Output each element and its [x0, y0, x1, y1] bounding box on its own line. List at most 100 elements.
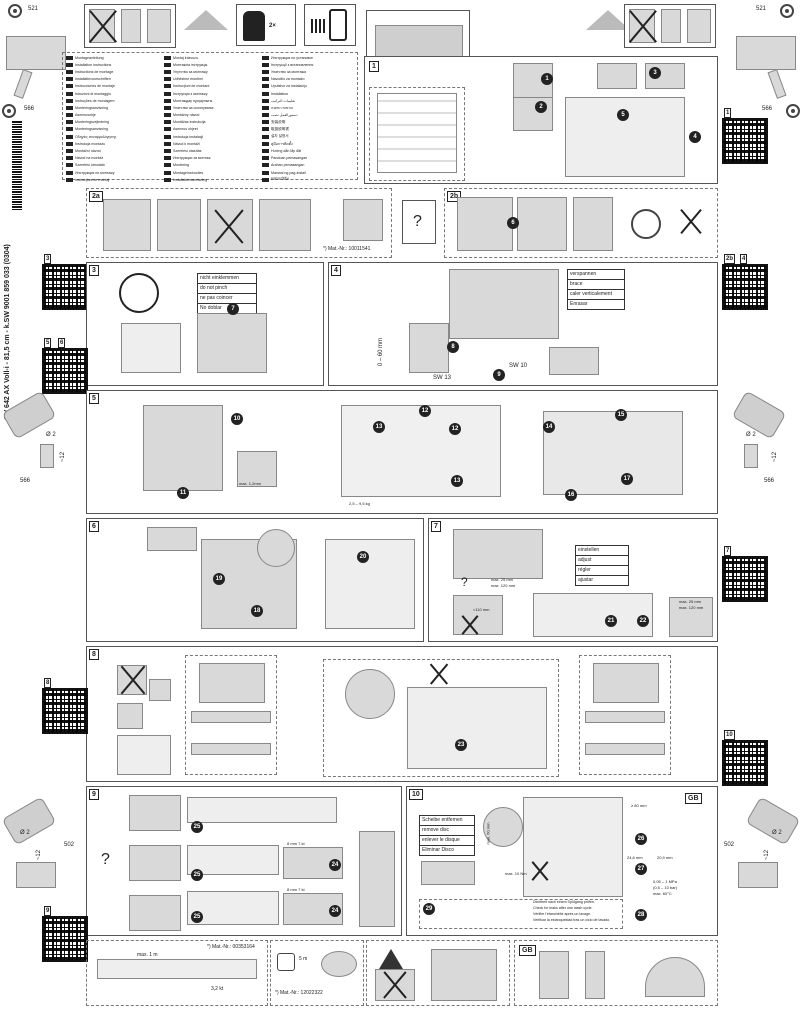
- language-row: Instrukcja montażu: [66, 140, 160, 147]
- panel-7: 7 max. 25 mm max. 120 mm ? <110 mm einst…: [428, 518, 718, 642]
- panel-6: 6 19 18 20: [86, 518, 424, 642]
- language-row: Instrucţiuni de montaj: [66, 176, 160, 183]
- language-row: คู่มือการติดตั้ง: [262, 140, 356, 147]
- language-row: Installation: [262, 90, 356, 97]
- disc-text: Scheibe entfernen: [420, 816, 474, 826]
- cabinet-front-sketch: [129, 895, 181, 931]
- length-label: 3,2 kt: [211, 986, 224, 992]
- measure-right-502: 502: [724, 842, 735, 848]
- qr-label: 6: [58, 338, 66, 348]
- panel-number: 6: [89, 521, 99, 532]
- drill-diameter-left-b: Ø 2: [20, 830, 30, 836]
- brace-text: brace: [568, 280, 624, 290]
- drill-icon-right: [731, 390, 787, 440]
- panel-5: 5 10 11 max. 1,2mm 12 12 13 13 2,5 – 9,5…: [86, 390, 718, 514]
- rail-sketch: [199, 663, 265, 703]
- measure-left-566b: 566: [20, 478, 31, 484]
- panel-2a: 2a *) Mat.-Nr.: 10011541: [86, 188, 392, 258]
- language-row: Monteringsanvisning: [66, 104, 160, 111]
- step-25b: 25: [191, 869, 203, 881]
- cabinet-sketch: [157, 199, 201, 251]
- dishwasher-body-sketch: [197, 313, 267, 373]
- adjust-text: régler: [576, 566, 628, 576]
- hose-connection-sketch: [523, 797, 623, 897]
- disc-detail-sketch: [483, 807, 523, 847]
- step-28: 28: [635, 909, 647, 921]
- max-dimension: max. 1,2mm: [239, 481, 262, 486]
- registration-mark-top-left: [8, 4, 22, 18]
- qr-label: 5: [44, 338, 52, 348]
- max-torque: max. 10 Nm: [505, 871, 527, 876]
- language-row: Упатство за склопување: [164, 104, 258, 111]
- step-26: 26: [635, 833, 647, 845]
- arrow-up-icon: [586, 10, 630, 30]
- language-row: Instrucciones de montaje: [66, 83, 160, 90]
- language-row: Panduan pemasangan: [262, 155, 356, 162]
- cabinet-front-sketch: [129, 795, 181, 831]
- no-pinch-icon: [119, 273, 159, 313]
- qr-small-icon: [311, 19, 325, 33]
- gap-dimension: max. 120 mm: [679, 605, 704, 610]
- adjust-text: ajustar: [578, 577, 594, 583]
- language-column-2: Montaj kılavuzu Монтажна інструкція Упут…: [164, 54, 258, 183]
- panel-number: 10: [409, 789, 423, 800]
- parts-list-box: [369, 87, 465, 181]
- language-row: Montageinstructies: [164, 169, 258, 176]
- qr-label: 7: [724, 546, 732, 556]
- qr-label: 4: [740, 254, 748, 264]
- disc-text: remove disc: [420, 826, 474, 836]
- language-row: تعليمات التركيب: [262, 97, 356, 104]
- language-list-box: [62, 52, 358, 180]
- panel-number: 8: [89, 649, 99, 660]
- language-row: Инструкция по установке: [262, 54, 356, 61]
- rail-sketch: [593, 663, 659, 703]
- mat-nr-note: *) Mat.-Nr.: 10011541: [323, 246, 371, 252]
- strip-sketch: [187, 845, 279, 875]
- clip-detail-sketch: [147, 527, 197, 551]
- qr-code-3: [42, 264, 88, 310]
- wall-panel-sketch: [121, 9, 141, 43]
- thread-size: 24,6 mm: [627, 855, 643, 860]
- measure-top-left: 521: [28, 6, 39, 12]
- language-row: Instrukcja instalacji: [164, 133, 258, 140]
- step-1: 1: [541, 73, 553, 85]
- panel-8: 8 23: [86, 646, 718, 782]
- hose-bend-sketch: [421, 861, 475, 885]
- cabinet-front-sketch: [117, 735, 171, 775]
- step-21: 21: [605, 615, 617, 627]
- cross-icon: [213, 209, 243, 245]
- cross-icon: [89, 9, 115, 43]
- warning-text: ne pas coincer: [198, 294, 256, 304]
- step-4: 4: [689, 131, 701, 143]
- side-product-code: GV 642 AX Voll-i - 81,5 cm - k.SW 9001 8…: [4, 244, 11, 420]
- drill-depth-right-b: ~12: [764, 849, 771, 861]
- step-29: 29: [423, 903, 435, 915]
- hinge-detail-sketch: [513, 97, 553, 131]
- qr-label: 10: [724, 730, 735, 740]
- gap-dimension: max. 25 mm: [491, 577, 514, 582]
- language-row: स्थापना निर्देश: [262, 176, 356, 183]
- warning-text: do not pinch: [198, 284, 256, 294]
- gap-dimension: <110 mm: [473, 607, 490, 612]
- language-row: Montaj kılavuzu: [164, 54, 258, 61]
- language-row: Szerelési útmutató: [66, 162, 160, 169]
- question-box: ?: [402, 200, 436, 244]
- language-row: Упутство за монтажу: [164, 68, 258, 75]
- qr-code-7: [722, 556, 768, 602]
- no-wall-pictogram-left: [84, 4, 176, 48]
- language-row: Szerelési utasítás: [164, 147, 258, 154]
- socket-icon: [277, 953, 295, 971]
- cross-icon: [677, 209, 703, 235]
- no-wall-pictogram-right: [624, 4, 716, 48]
- warning-line: Vérifier l'étanchéité après un lavage.: [533, 912, 592, 916]
- mat-nr-note: *) Mat.-Nr.: 12022322: [275, 990, 323, 996]
- water-pressure: 0,05 – 1 MPa: [653, 879, 677, 884]
- check-icon: [631, 209, 661, 239]
- weight-range: 2,5 – 9,5 kg: [349, 501, 370, 506]
- panel-9: 9 ? 25 25 8 mm 7 kt 24 25 8 mm 7 kt 24: [86, 786, 402, 936]
- step-11: 11: [177, 487, 189, 499]
- drill-depth-right: ~12: [772, 451, 779, 463]
- leak-check-text: Dichtheit nach einem Spülgang prüfen. Ch…: [533, 899, 623, 923]
- weight-label: 2×: [269, 23, 276, 29]
- gb-label: GB: [685, 793, 702, 804]
